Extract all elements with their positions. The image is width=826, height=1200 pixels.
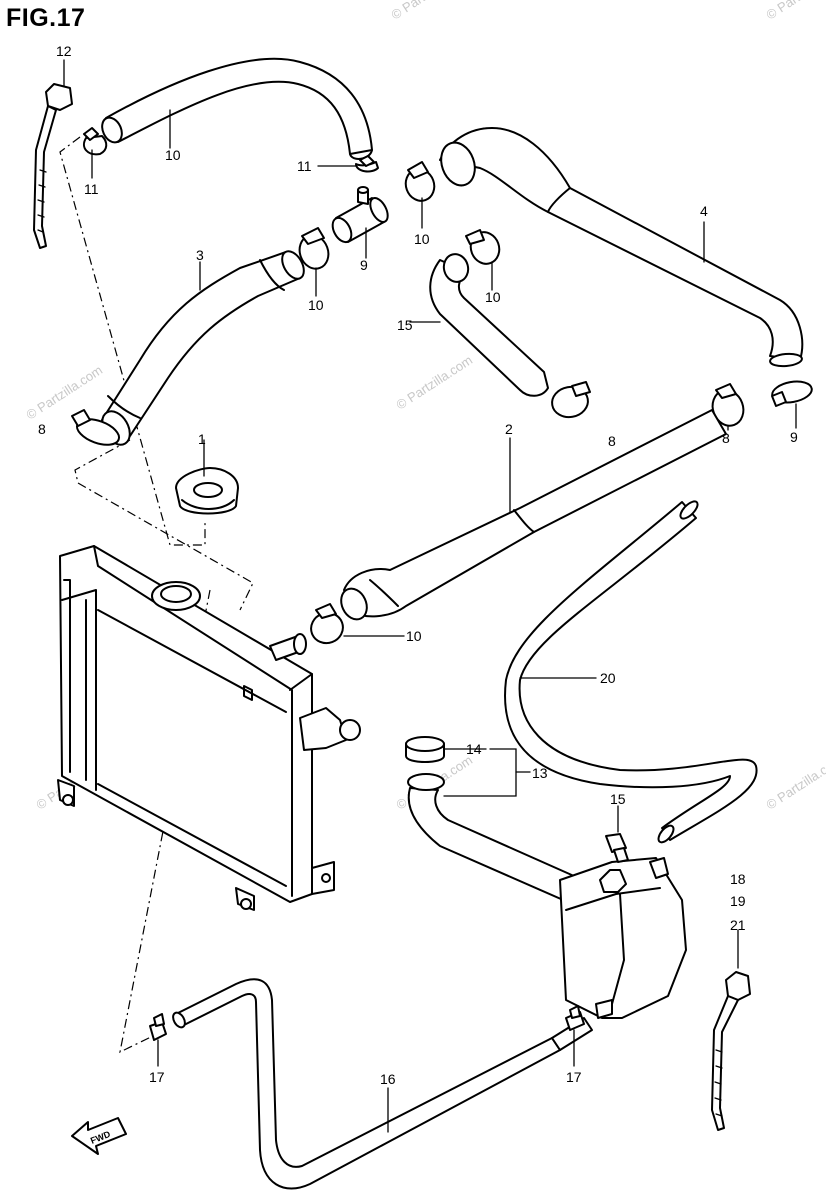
callout-21: 21 <box>730 917 746 933</box>
callout-4: 4 <box>700 203 708 219</box>
part-7-fitting <box>331 186 389 244</box>
watermark: © Partzilla.com <box>763 752 826 812</box>
callout-11: 11 <box>297 158 312 174</box>
callout-10: 10 <box>406 628 422 644</box>
part-9-clamp <box>771 380 813 407</box>
callout-8: 8 <box>722 430 730 446</box>
callout-5: 15 <box>397 317 413 333</box>
callout-12: 12 <box>56 43 72 59</box>
callout-13: 13 <box>532 765 548 781</box>
radiator <box>57 545 361 911</box>
callout-3: 3 <box>196 247 204 263</box>
callout-8: 8 <box>608 433 616 449</box>
part-11-clamp <box>82 127 379 173</box>
part-17-clamp <box>149 1005 585 1041</box>
callout-1: 1 <box>198 431 206 447</box>
reservoir-tank <box>559 857 687 1019</box>
callout-10: 10 <box>308 297 324 313</box>
figure-title: FIG.17 <box>6 4 86 32</box>
callout-15: 15 <box>610 791 626 807</box>
callout-17: 17 <box>149 1069 165 1085</box>
part-8-clamp <box>71 381 745 446</box>
part-20-hose <box>504 500 758 844</box>
part-10-clamp <box>298 161 501 645</box>
part-12-tie-strap <box>33 83 73 249</box>
callout-9: 9 <box>790 429 798 445</box>
watermark: © Partzilla.com <box>393 352 475 412</box>
callout-8: 8 <box>38 421 46 437</box>
callout-2: 2 <box>505 421 513 437</box>
callout-16: 16 <box>380 1071 396 1087</box>
part-1-radiator-cap <box>175 467 239 515</box>
part-4-hose <box>439 127 804 368</box>
leader-lines <box>63 59 797 1133</box>
callout-18: 18 <box>730 871 746 887</box>
callout-11: 11 <box>84 181 99 197</box>
callout-7: 9 <box>360 257 368 273</box>
part-3-hose <box>101 250 305 446</box>
part-2-hose <box>340 409 727 621</box>
callout-6: 10 <box>165 147 181 163</box>
part-5-hose <box>429 253 549 397</box>
watermark: © Partzilla.com <box>23 362 105 422</box>
callout-20: 20 <box>600 670 616 686</box>
callout-17: 17 <box>566 1069 582 1085</box>
fwd-arrow-icon: FWD <box>71 1117 127 1155</box>
part-6-hose <box>101 57 373 160</box>
watermark: © Partzilla.com <box>388 0 470 23</box>
callout-19: 19 <box>730 893 746 909</box>
part-18-tie-strap <box>711 971 751 1131</box>
watermark: © Partzilla.com <box>763 0 826 23</box>
callout-labels: 12 10 11 11 9 10 10 3 10 15 4 8 9 8 8 1 … <box>38 43 798 1087</box>
part-14-cap <box>405 736 445 763</box>
callout-10: 10 <box>414 231 430 247</box>
callout-14: 14 <box>466 741 482 757</box>
part-15-bolt <box>605 833 629 863</box>
callout-10: 10 <box>485 289 501 305</box>
